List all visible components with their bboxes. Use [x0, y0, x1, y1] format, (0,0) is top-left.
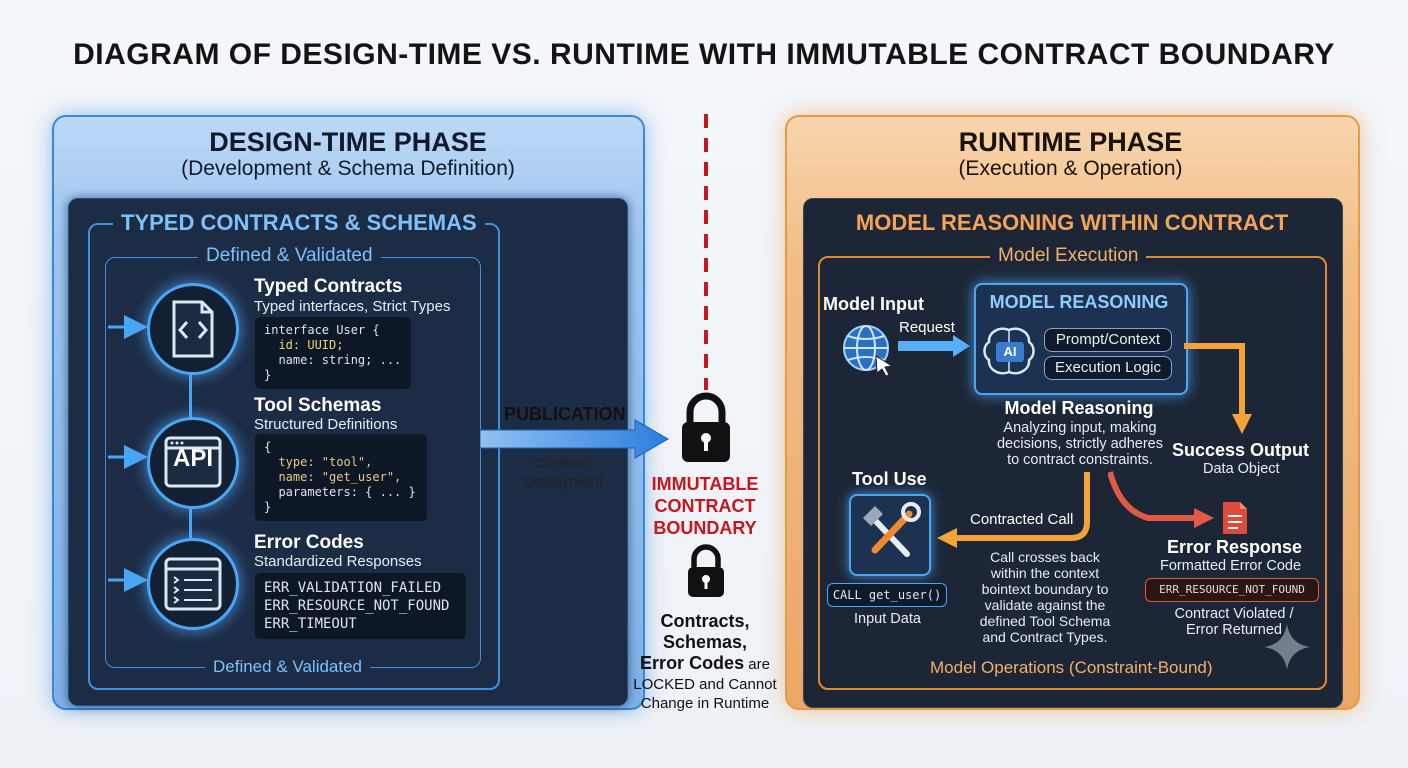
model-reasoning-card-title: MODEL REASONING — [989, 292, 1169, 312]
prompt-context-pill: Prompt/Context — [1044, 328, 1172, 352]
connector-line — [189, 502, 192, 538]
success-output-sub: Data Object — [1203, 461, 1280, 477]
error-response-sub: Formatted Error Code — [1160, 558, 1302, 574]
error-codes-title: Error Codes — [254, 532, 364, 553]
input-data-label: Input Data — [854, 611, 921, 627]
design-phase-title: DESIGN-TIME PHASE — [209, 127, 487, 157]
defined-validated-bottom: Defined & Validated — [205, 657, 371, 677]
ai-badge: AI — [996, 342, 1024, 362]
typed-contracts-subtitle: Typed interfaces, Strict Types — [254, 298, 451, 315]
tool-schemas-code: { type: "tool", name: "get_user", parame… — [255, 434, 427, 521]
runtime-phase-title: RUNTIME PHASE — [958, 127, 1183, 157]
error-code-chip: ERR_RESOURCE_NOT_FOUND — [1145, 578, 1319, 602]
execution-logic-pill: Execution Logic — [1044, 356, 1172, 380]
error-codes-subtitle: Standardized Responses — [254, 553, 422, 570]
error-arrow — [1108, 471, 1214, 528]
contracted-call-label: Contracted Call — [970, 511, 1074, 528]
contract-violated-note: Contract Violated /Error Returned — [1174, 606, 1294, 638]
success-arrow — [1184, 343, 1252, 434]
success-output-title: Success Output — [1172, 440, 1310, 460]
call-code-chip: CALL get_user() — [827, 583, 947, 607]
model-execution-label: Model Execution — [990, 245, 1147, 267]
tool-schemas-subtitle: Structured Definitions — [254, 416, 398, 433]
tool-schemas-title: Tool Schemas — [254, 395, 382, 416]
page-title: DIAGRAM OF DESIGN-TIME VS. RUNTIME WITH … — [73, 38, 1335, 71]
defined-validated-top: Defined & Validated — [198, 245, 381, 267]
contracted-call-arrow — [937, 472, 1090, 548]
publication-label: PUBLICATION — [504, 404, 626, 424]
typed-contracts-code: interface User { id: UUID; name: string;… — [255, 317, 411, 389]
lock-icon-small — [688, 544, 724, 597]
tools-icon — [849, 494, 931, 576]
request-arrow — [898, 335, 970, 357]
api-window-icon — [147, 417, 239, 509]
error-codes-code: ERR_VALIDATION_FAILED ERR_RESOURCE_NOT_F… — [255, 573, 466, 639]
publication-arrow — [480, 419, 670, 459]
api-icon-text: API — [172, 445, 213, 472]
typed-contracts-label: TYPED CONTRACTS & SCHEMAS — [113, 210, 485, 236]
locked-note: Contracts, Schemas, Error Codes are LOCK… — [633, 611, 777, 712]
design-phase-subtitle: (Development & Schema Definition) — [181, 157, 515, 180]
request-label: Request — [899, 319, 955, 336]
error-response-title: Error Response — [1167, 537, 1303, 557]
model-reasoning-title: Model Reasoning — [1004, 398, 1154, 418]
input-arrows — [108, 315, 148, 592]
globe-icon — [843, 325, 894, 377]
typed-contracts-title: Typed Contracts — [254, 276, 403, 297]
model-input-title: Model Input — [823, 294, 924, 314]
error-list-icon — [147, 538, 239, 630]
model-operations-label: Model Operations (Constraint-Bound) — [922, 658, 1221, 678]
sparkle-icon — [1264, 624, 1310, 670]
runtime-phase-subtitle: (Execution & Operation) — [958, 157, 1183, 180]
lock-icon — [682, 392, 730, 462]
error-document-icon — [1223, 502, 1247, 534]
boundary-line — [704, 114, 708, 390]
tool-use-title: Tool Use — [852, 469, 927, 489]
model-reasoning-contract-label: MODEL REASONING WITHIN CONTRACT — [855, 210, 1289, 235]
code-file-icon — [147, 283, 239, 375]
connector-line — [189, 370, 192, 420]
